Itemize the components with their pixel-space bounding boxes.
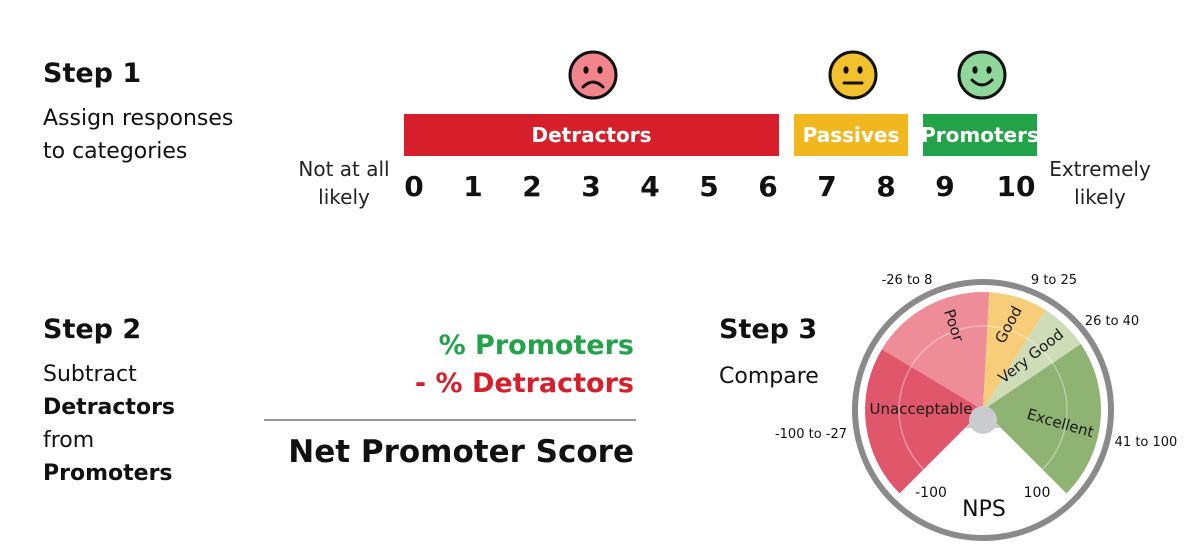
segment-label-unacceptable: Unacceptable — [870, 400, 973, 418]
low-label-line: Not at all — [298, 157, 390, 181]
gauge-segment-good — [983, 292, 1046, 410]
step2-desc-line: Subtract — [43, 362, 137, 387]
range-label-poor: -26 to 8 — [882, 273, 933, 288]
step2-desc-promoters: Promoters — [43, 461, 173, 486]
step3-description: Compare — [719, 364, 819, 389]
step1-description: Assign responses to categories — [43, 102, 233, 168]
promoters-bar: Promoters — [921, 114, 1039, 156]
high-label-line: Extremely — [1049, 157, 1151, 181]
step1-desc-line: Assign responses — [43, 106, 234, 131]
low-likelihood-label: Not at all likely — [288, 155, 400, 211]
step2-desc-line: from — [43, 428, 95, 453]
sad-face-icon — [568, 50, 618, 100]
step2-title: Step 2 — [43, 314, 142, 345]
range-label-excellent: 41 to 100 — [1115, 435, 1178, 450]
range-label-unacceptable: -100 to -27 — [775, 427, 847, 442]
step3-title: Step 3 — [719, 314, 818, 345]
scale-number: 0 — [404, 170, 424, 203]
low-label-line: likely — [318, 185, 370, 209]
detractors-bar: Detractors — [404, 114, 779, 156]
scale-number: 7 — [817, 170, 837, 203]
scale-number: 9 — [935, 170, 955, 203]
formula-promoters: % Promoters — [438, 330, 634, 361]
promoters-label: Promoters — [921, 123, 1039, 147]
scale-number: 8 — [876, 170, 896, 203]
step2-description: Subtract Detractors from Promoters — [43, 358, 175, 490]
detractors-label: Detractors — [531, 123, 652, 147]
gauge-max-label: 100 — [1024, 485, 1051, 501]
neutral-face-icon — [828, 50, 878, 100]
passives-label: Passives — [802, 123, 900, 147]
step2-desc-detractors: Detractors — [43, 395, 176, 420]
gauge-center-label: NPS — [962, 497, 1006, 522]
formula-detractors: - % Detractors — [414, 368, 634, 399]
scale-number: 6 — [758, 170, 778, 203]
scale-number: 1 — [463, 170, 483, 203]
high-label-line: likely — [1074, 185, 1126, 209]
scale-number: 2 — [522, 170, 542, 203]
happy-face-icon — [957, 50, 1007, 100]
step1-title: Step 1 — [43, 58, 142, 89]
gauge-inner-ring — [898, 325, 1068, 495]
passives-bar: Passives — [794, 114, 908, 156]
gauge-segment-excellent — [983, 344, 1101, 494]
gauge-min-label: -100 — [915, 485, 947, 501]
formula-divider — [264, 419, 636, 421]
range-label-good: 9 to 25 — [1031, 273, 1077, 288]
scale-number: 4 — [640, 170, 660, 203]
step1-desc-line: to categories — [43, 139, 188, 164]
scale-number: 3 — [581, 170, 601, 203]
scale-number: 10 — [996, 170, 1036, 203]
high-likelihood-label: Extremely likely — [1044, 155, 1156, 211]
scale-number: 5 — [699, 170, 719, 203]
gauge-hub-center — [969, 406, 997, 434]
gauge-segment-poor — [881, 292, 990, 410]
gauge-segment-very-good — [983, 309, 1081, 410]
net-promoter-score-result: Net Promoter Score — [288, 434, 634, 470]
range-label-very-good: 26 to 40 — [1085, 314, 1139, 329]
gauge-segment-unacceptable — [865, 349, 983, 494]
